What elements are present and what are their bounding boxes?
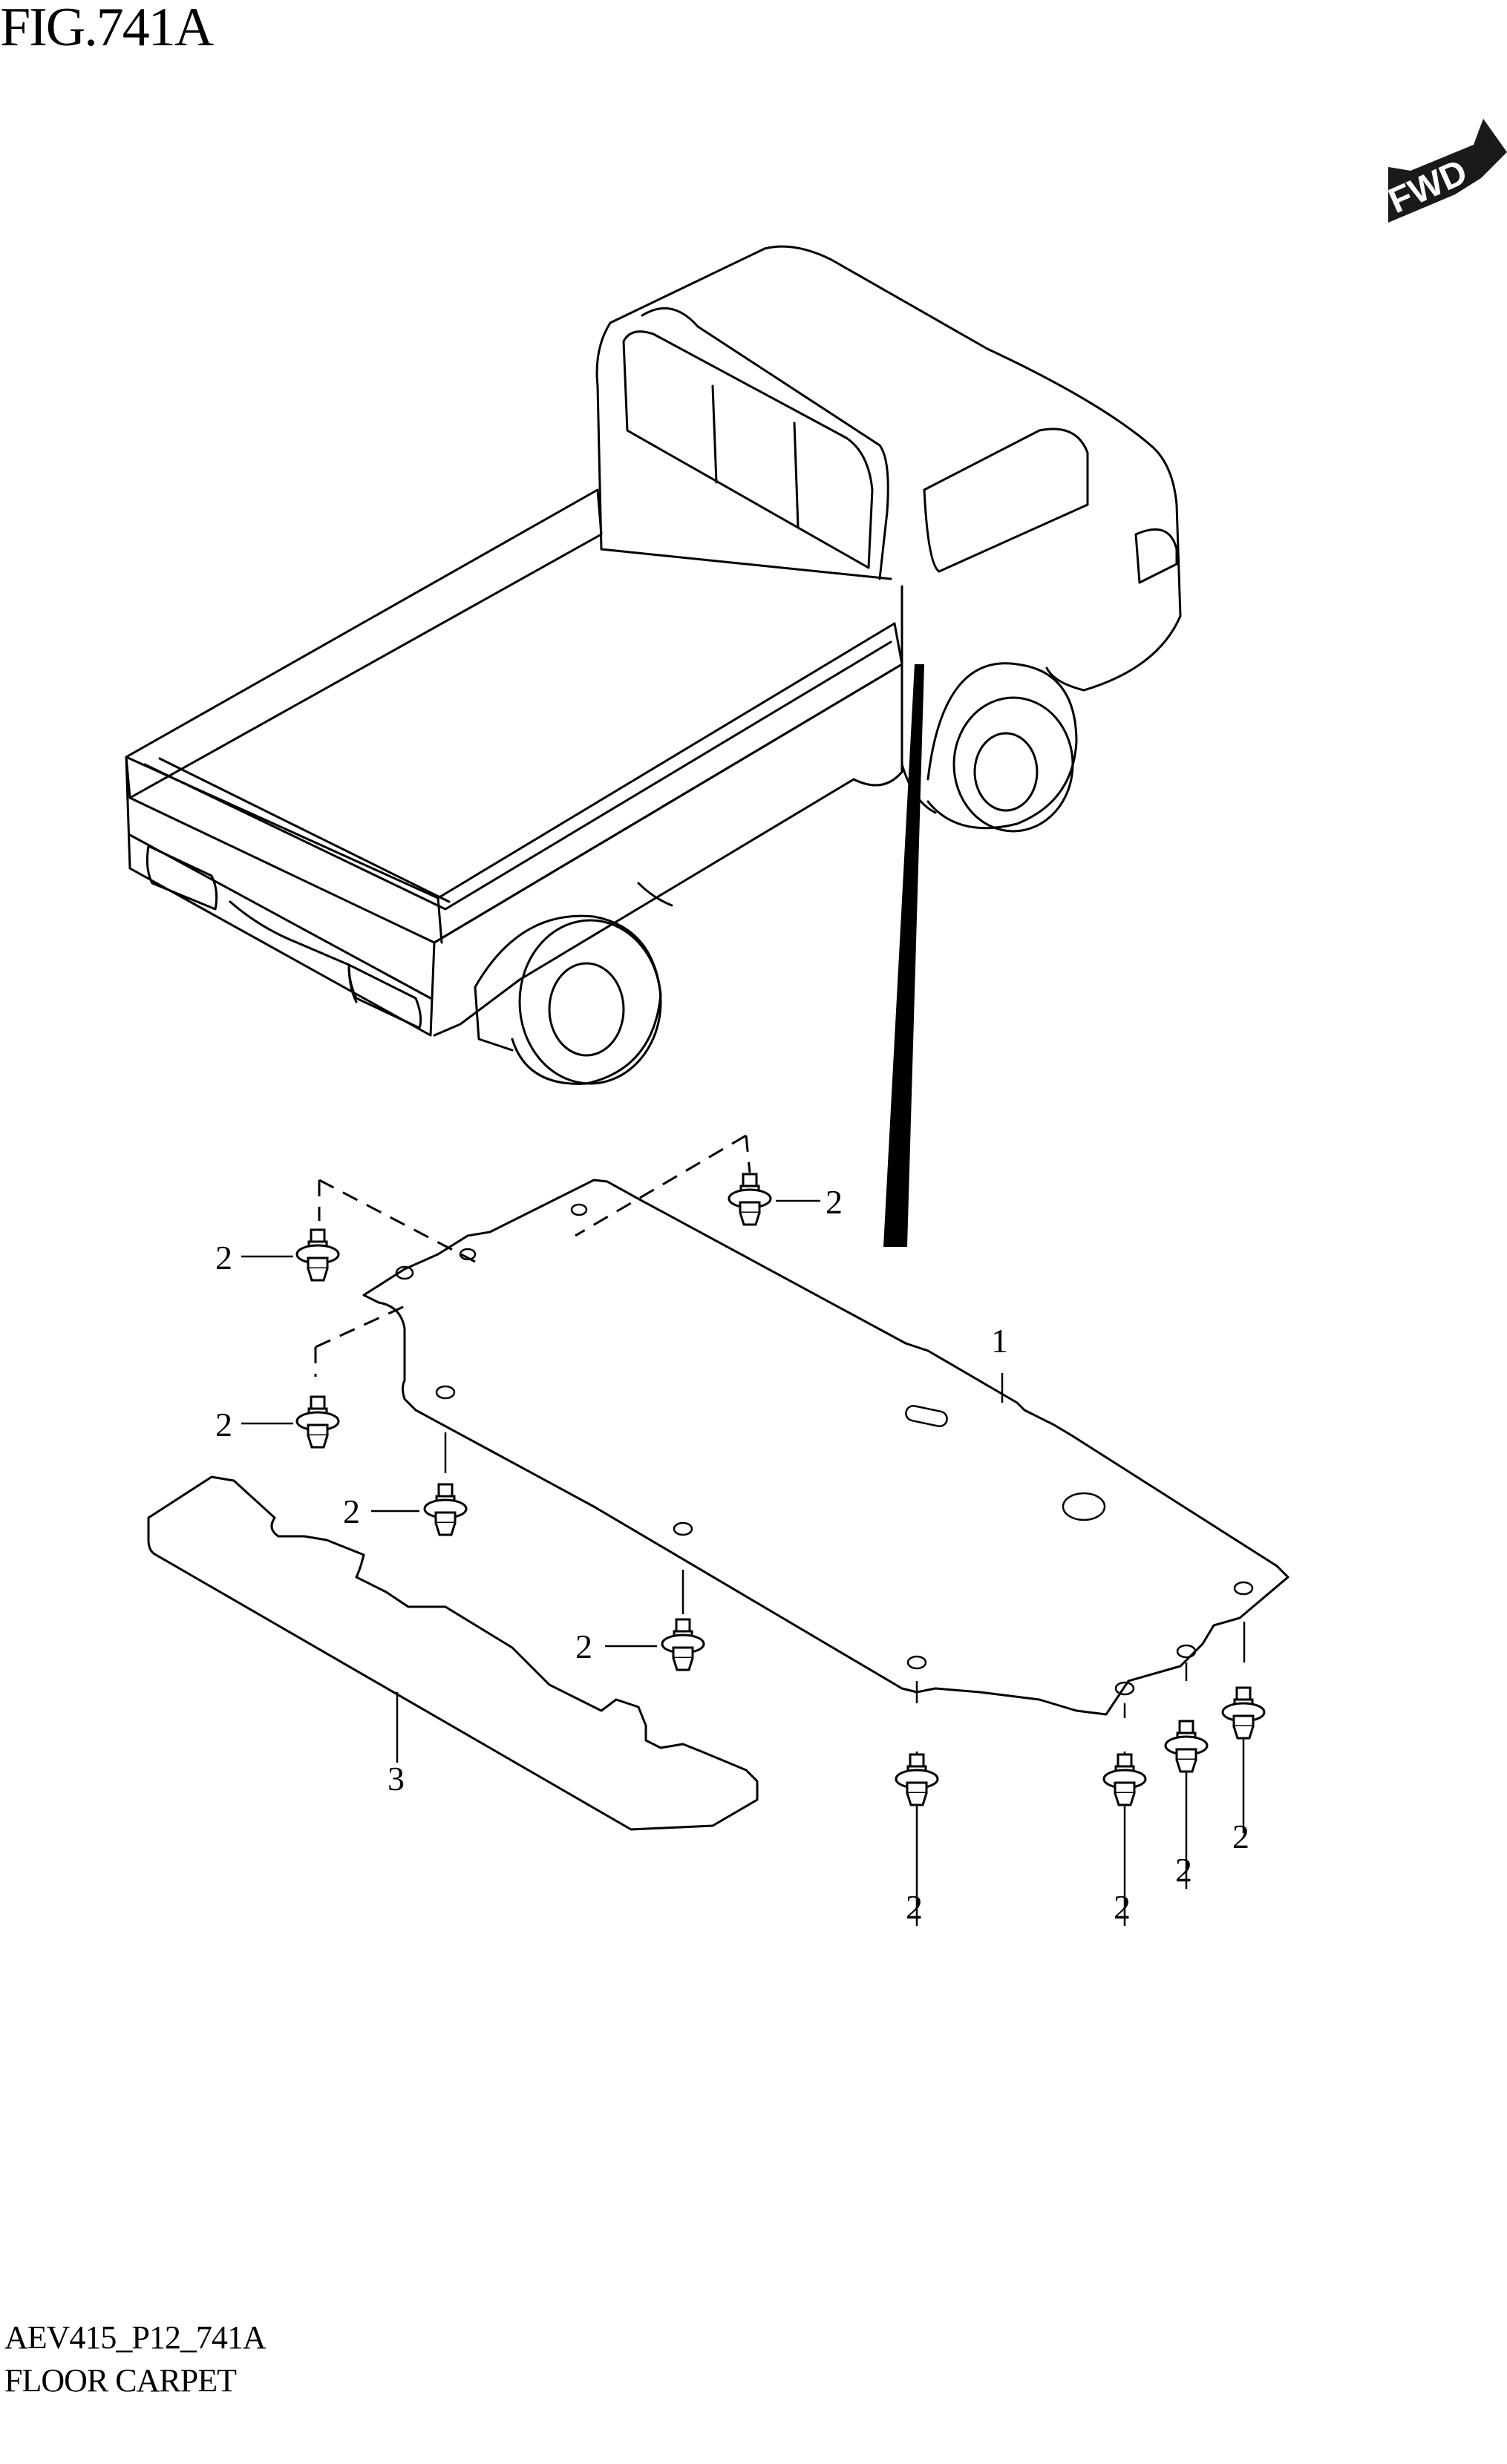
clip-icon — [295, 1395, 340, 1449]
callout-2: 2 — [215, 1239, 232, 1277]
forward-arrow-icon: FWD — [1383, 119, 1507, 223]
figure-title: FIG.741A — [0, 0, 214, 58]
diagram-code: AEV415_P12_741A — [4, 2319, 267, 2356]
callout-2: 2 — [215, 1406, 232, 1444]
clip-icon — [895, 1753, 939, 1806]
callout-1: 1 — [991, 1322, 1008, 1360]
callout-2: 2 — [343, 1493, 360, 1530]
location-pointer — [883, 664, 924, 1247]
clip-icon — [1164, 1720, 1209, 1773]
callout-3: 3 — [388, 1760, 405, 1798]
floor-carpet-panel — [362, 1179, 1289, 1716]
truck-illustration — [125, 245, 1182, 1085]
callout-2: 2 — [1114, 1888, 1131, 1926]
callout-2: 2 — [1232, 1818, 1249, 1855]
callout-2: 2 — [826, 1183, 843, 1221]
clip-icon — [295, 1173, 1266, 1806]
clip-icon — [1102, 1753, 1147, 1806]
callout-2: 2 — [906, 1888, 923, 1926]
clip-icon — [728, 1173, 772, 1226]
callouts: 1 3 2 2 2 2 2 2 2 2 2 — [215, 1183, 1249, 1926]
clip-icon — [1221, 1686, 1266, 1740]
clip-icon — [295, 1228, 340, 1282]
clip-icon — [661, 1618, 705, 1671]
reference-lines — [314, 1134, 751, 1377]
floor-mat — [147, 1475, 759, 1831]
callout-2: 2 — [575, 1628, 592, 1665]
clip-icon — [423, 1483, 468, 1536]
diagram-name: FLOOR CARPET — [4, 2362, 237, 2399]
leader-lines — [241, 1199, 1246, 1926]
callout-2: 2 — [1175, 1851, 1192, 1889]
